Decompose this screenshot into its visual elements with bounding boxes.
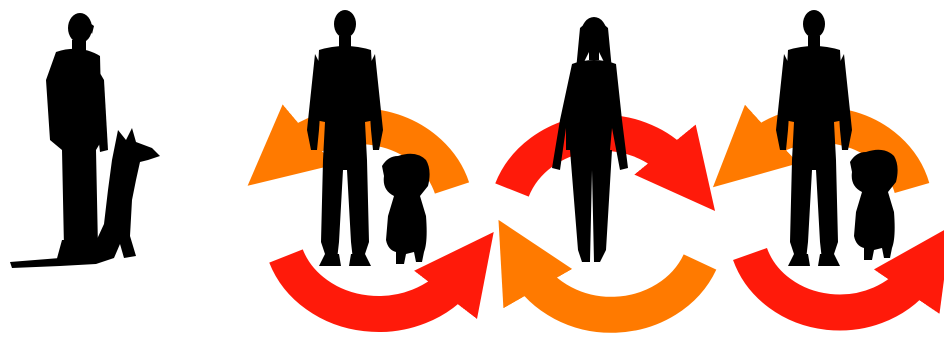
figure-man-with-shepherd [10,13,160,268]
cycle-arrows [286,126,460,314]
figure-man-with-labrador-2 [750,10,920,313]
labrador-silhouette-icon [382,154,430,264]
woman-silhouette-icon [552,17,628,262]
figure-woman [512,17,700,315]
cycle-arrow-bottom [286,256,460,314]
labrador-silhouette-icon [850,150,898,260]
figure-man-with-labrador-1 [286,10,460,314]
cycle-arrow-bottom [526,262,700,315]
man-silhouette-icon [46,13,108,262]
